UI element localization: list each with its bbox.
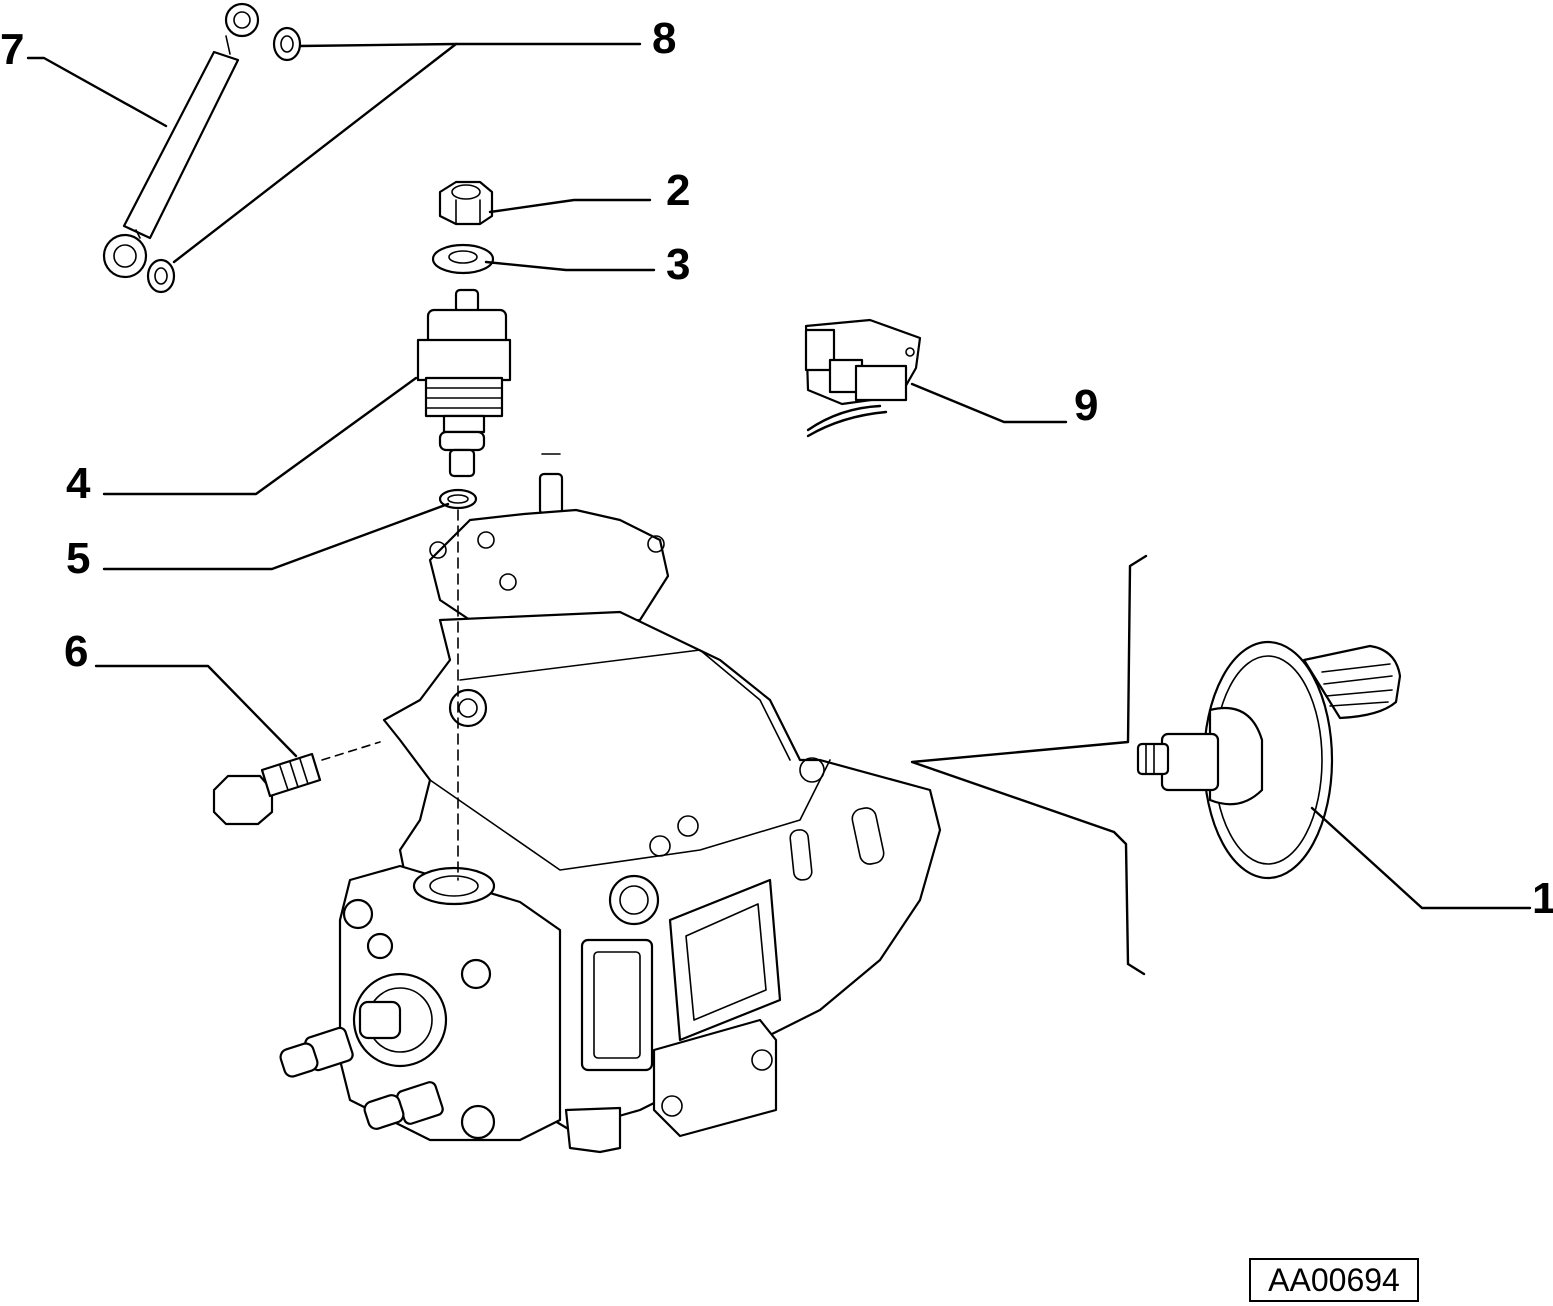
part-8-washers: [146, 26, 302, 294]
part-3-washer: [431, 243, 495, 275]
part-9-microswitch: [804, 318, 922, 438]
callout-9: 9: [1074, 381, 1098, 430]
reference-code-box: AA00694: [1249, 1258, 1419, 1302]
reference-code: AA00694: [1268, 1261, 1400, 1298]
callout-4: 4: [66, 459, 91, 508]
callout-2: 2: [666, 166, 690, 215]
leader-lines: [26, 42, 1532, 910]
part-6-banjo-bolt: [212, 741, 381, 826]
callout-6: 6: [64, 627, 88, 676]
callout-3: 3: [666, 240, 690, 289]
callout-8: 8: [652, 14, 676, 63]
part-1-cold-start-actuator: [910, 554, 1402, 976]
callout-5: 5: [66, 534, 90, 583]
callout-labels: 7 8 2 3 4 5 6 9 1: [0, 14, 1553, 923]
callout-1: 1: [1532, 874, 1553, 923]
part-7-banjo-pipe: [102, 2, 260, 279]
part-4-solenoid-valve: [416, 288, 512, 478]
callout-7: 7: [0, 25, 24, 74]
part-2-nut: [438, 180, 494, 226]
injection-pump-body: [279, 453, 942, 1154]
